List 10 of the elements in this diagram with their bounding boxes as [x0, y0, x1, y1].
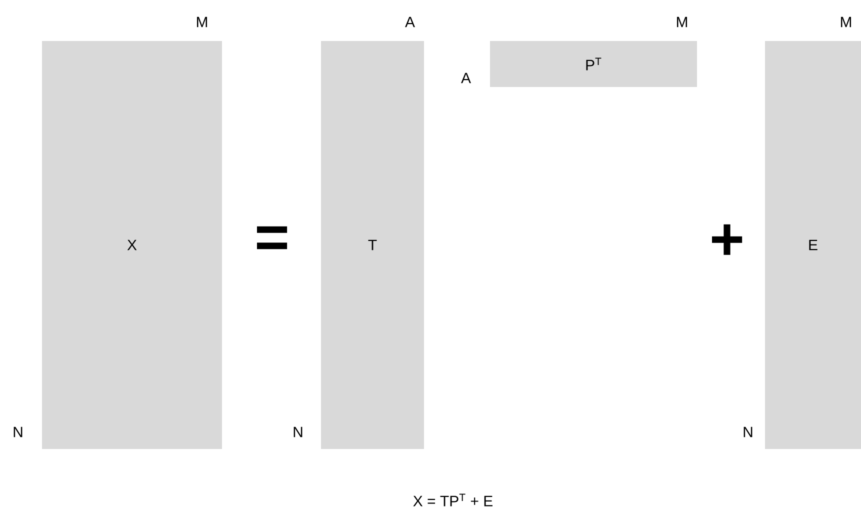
equation-caption: X = TP$^{T}$ + E [413, 494, 492, 506]
matrix-block: X [42, 41, 222, 449]
matrix-block: P$^{T}$ [490, 41, 697, 87]
operator-symbol: = [256, 226, 288, 250]
matrix-block: E [765, 41, 861, 449]
dimension-label: N [294, 426, 302, 438]
dimension-label: N [14, 426, 22, 438]
dimension-label: A [461, 72, 471, 84]
matrix-block: T [321, 41, 424, 449]
operator-symbol: + [712, 224, 742, 255]
